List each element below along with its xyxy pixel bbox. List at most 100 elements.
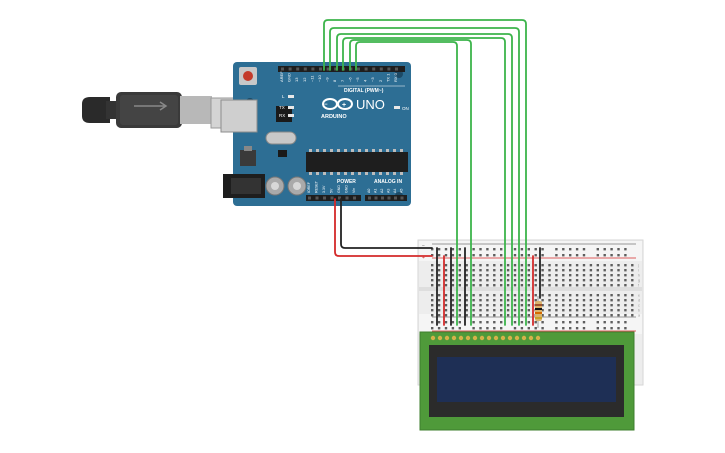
breadboard-hole[interactable]	[555, 264, 558, 267]
breadboard-hole[interactable]	[437, 294, 441, 297]
breadboard-hole[interactable]	[575, 274, 579, 277]
breadboard-hole[interactable]	[610, 294, 613, 297]
breadboard-hole[interactable]	[624, 314, 627, 317]
breadboard-hole[interactable]	[617, 269, 620, 272]
breadboard-hole[interactable]	[575, 264, 579, 267]
breadboard-hole[interactable]	[431, 264, 434, 267]
breadboard-hole[interactable]	[513, 304, 517, 307]
rail-hole[interactable]	[458, 327, 461, 330]
breadboard-hole[interactable]	[624, 274, 627, 277]
breadboard-hole[interactable]	[569, 279, 572, 282]
breadboard-hole[interactable]	[437, 314, 441, 317]
breadboard-hole[interactable]	[506, 279, 510, 282]
breadboard-hole[interactable]	[520, 304, 524, 307]
breadboard-hole[interactable]	[451, 309, 455, 312]
rail-hole[interactable]	[582, 248, 586, 251]
rail-hole[interactable]	[575, 321, 579, 324]
rail-hole[interactable]	[541, 321, 544, 324]
breadboard-hole[interactable]	[624, 269, 627, 272]
rail-hole[interactable]	[569, 254, 572, 257]
breadboard-hole[interactable]	[506, 294, 510, 297]
digital-pin[interactable]	[296, 67, 300, 71]
breadboard-hole[interactable]	[631, 284, 634, 287]
breadboard-hole[interactable]	[520, 264, 524, 267]
breadboard-hole[interactable]	[506, 299, 510, 302]
breadboard-hole[interactable]	[555, 314, 558, 317]
digital-pin[interactable]	[311, 67, 315, 71]
breadboard-hole[interactable]	[541, 314, 544, 317]
breadboard-hole[interactable]	[479, 269, 482, 272]
rail-hole[interactable]	[437, 327, 441, 330]
breadboard-hole[interactable]	[541, 299, 544, 302]
breadboard-hole[interactable]	[631, 304, 634, 307]
rail-hole[interactable]	[513, 321, 517, 324]
breadboard-hole[interactable]	[465, 304, 468, 307]
breadboard-hole[interactable]	[548, 269, 551, 272]
breadboard-hole[interactable]	[431, 269, 434, 272]
rail-hole[interactable]	[575, 254, 579, 257]
rail-hole[interactable]	[513, 254, 517, 257]
rail-hole[interactable]	[527, 254, 530, 257]
breadboard-hole[interactable]	[603, 309, 606, 312]
breadboard-hole[interactable]	[624, 299, 627, 302]
breadboard-hole[interactable]	[527, 309, 530, 312]
breadboard-hole[interactable]	[437, 279, 441, 282]
breadboard-hole[interactable]	[472, 304, 475, 307]
rail-hole[interactable]	[513, 248, 517, 251]
breadboard-hole[interactable]	[562, 284, 565, 287]
breadboard-hole[interactable]	[624, 279, 627, 282]
breadboard-hole[interactable]	[555, 279, 558, 282]
breadboard-hole[interactable]	[431, 309, 434, 312]
breadboard-hole[interactable]	[493, 309, 496, 312]
breadboard-hole[interactable]	[617, 309, 620, 312]
breadboard-hole[interactable]	[493, 304, 496, 307]
breadboard-hole[interactable]	[506, 284, 510, 287]
breadboard-hole[interactable]	[493, 264, 496, 267]
rail-hole[interactable]	[500, 248, 503, 251]
breadboard-hole[interactable]	[575, 284, 579, 287]
digital-pin[interactable]	[379, 67, 383, 71]
breadboard-hole[interactable]	[624, 294, 627, 297]
breadboard-hole[interactable]	[541, 309, 544, 312]
breadboard-hole[interactable]	[451, 279, 455, 282]
breadboard-hole[interactable]	[465, 279, 468, 282]
breadboard-hole[interactable]	[451, 304, 455, 307]
breadboard-hole[interactable]	[493, 274, 496, 277]
breadboard-hole[interactable]	[486, 314, 489, 317]
rail-hole[interactable]	[472, 321, 475, 324]
breadboard-hole[interactable]	[589, 269, 593, 272]
rail-hole[interactable]	[575, 327, 579, 330]
breadboard-hole[interactable]	[479, 309, 482, 312]
rail-hole[interactable]	[562, 254, 565, 257]
breadboard-hole[interactable]	[486, 304, 489, 307]
rail-hole[interactable]	[582, 321, 586, 324]
rail-hole[interactable]	[610, 327, 613, 330]
breadboard-hole[interactable]	[520, 284, 524, 287]
digital-pin[interactable]	[334, 67, 338, 71]
breadboard-hole[interactable]	[444, 294, 448, 297]
breadboard-hole[interactable]	[582, 299, 586, 302]
breadboard-hole[interactable]	[582, 274, 586, 277]
breadboard-hole[interactable]	[513, 284, 517, 287]
breadboard-hole[interactable]	[575, 299, 579, 302]
breadboard-hole[interactable]	[520, 299, 524, 302]
breadboard-hole[interactable]	[582, 314, 586, 317]
breadboard-hole[interactable]	[431, 274, 434, 277]
rail-hole[interactable]	[493, 248, 496, 251]
breadboard-hole[interactable]	[444, 304, 448, 307]
breadboard-hole[interactable]	[596, 264, 599, 267]
rail-hole[interactable]	[472, 254, 475, 257]
breadboard-hole[interactable]	[589, 279, 593, 282]
breadboard-hole[interactable]	[624, 309, 627, 312]
breadboard-hole[interactable]	[575, 294, 579, 297]
breadboard-hole[interactable]	[541, 304, 544, 307]
rail-hole[interactable]	[603, 321, 606, 324]
breadboard-hole[interactable]	[603, 279, 606, 282]
rail-hole[interactable]	[493, 321, 496, 324]
breadboard-hole[interactable]	[479, 314, 482, 317]
rail-hole[interactable]	[582, 254, 586, 257]
breadboard-hole[interactable]	[513, 314, 517, 317]
breadboard-hole[interactable]	[479, 274, 482, 277]
breadboard-hole[interactable]	[437, 304, 441, 307]
breadboard-hole[interactable]	[589, 299, 593, 302]
